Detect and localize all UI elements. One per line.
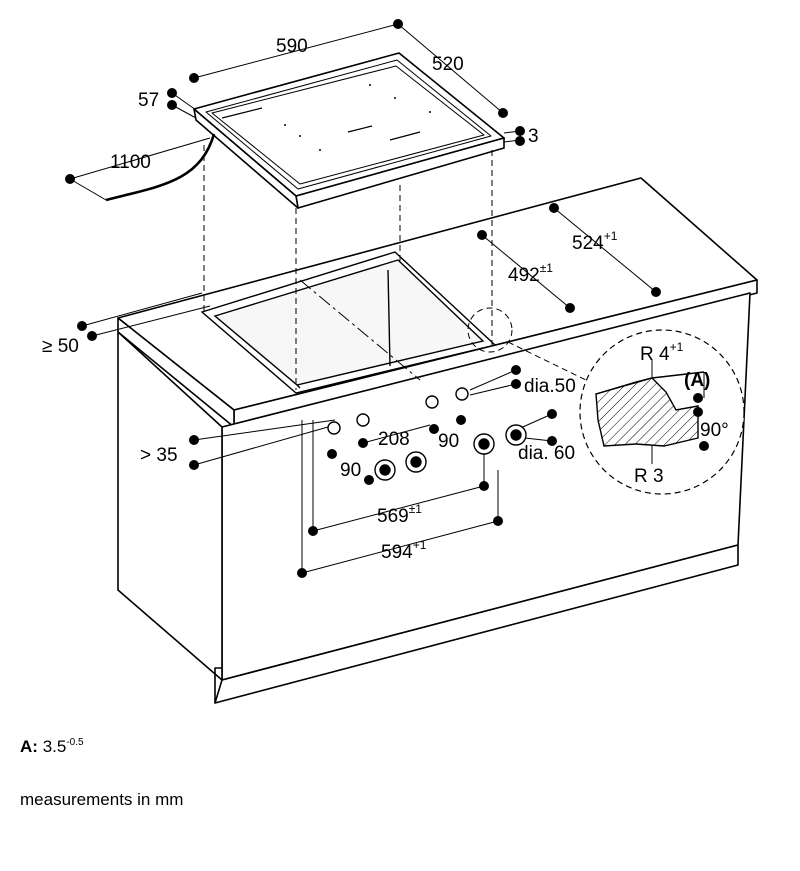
cooktop-glass: [211, 65, 485, 185]
svg-text:492±1: 492±1: [508, 261, 553, 286]
dim-outer-width-tol: +1: [413, 538, 427, 552]
dim-angle-right: 90: [438, 431, 459, 452]
dim-cable: 1100: [110, 152, 151, 173]
cooktop: [193, 52, 505, 209]
dim-angle-left: 90: [340, 460, 361, 481]
dim-width: 590: [276, 36, 308, 57]
tolerance-label: A:: [20, 737, 38, 756]
tolerance-value-tol: -0.5: [66, 737, 84, 748]
cabinet-plinth-side: [214, 667, 222, 703]
svg-text:569±1: 569±1: [377, 502, 422, 527]
projection-lines: [203, 145, 493, 390]
svg-text:594+1: 594+1: [381, 538, 427, 563]
dim-thickness: 3: [528, 126, 539, 147]
cutout-bottom-edge: [296, 384, 301, 389]
dim-cutout-depth-tol: +1: [604, 229, 618, 243]
detail-profile-hatch: [595, 377, 699, 447]
dim-hole-small: dia.50: [524, 376, 576, 397]
knob-1: [374, 459, 396, 481]
dim-depth: 520: [432, 54, 464, 75]
cabinet-plinth: [214, 544, 739, 704]
knobs: [327, 387, 527, 481]
dim-cutout-depth: 524: [572, 233, 604, 254]
knob-3: [473, 433, 495, 455]
detail-callout: [467, 307, 745, 495]
tolerance-value: 3.5: [42, 737, 67, 756]
cutout-centerline: [299, 279, 421, 381]
knob-hole-1: [327, 387, 469, 435]
svg-text:R 4+1: R 4+1: [640, 340, 684, 365]
dim-frame: 57: [138, 90, 159, 111]
detail-radius-top-tol: +1: [670, 340, 684, 354]
detail-source-circle: [467, 307, 513, 353]
dim-outer-width: 594: [381, 542, 413, 563]
svg-text:524+1: 524+1: [572, 229, 618, 254]
detail-profile-top: [595, 371, 705, 395]
dim-cutout-width-tol: ±1: [409, 502, 423, 516]
dim-inner-depth: 492: [508, 265, 540, 286]
dim-knob-span: 208: [378, 429, 410, 450]
units-note: measurements in mm: [20, 790, 184, 809]
detail-marker: (A): [684, 370, 710, 391]
detail-radius-bottom: R 3: [634, 466, 664, 487]
dim-cutout-width: 569: [377, 506, 409, 527]
detail-radius-top: R 4: [640, 344, 670, 365]
power-cable: [105, 133, 216, 202]
cooktop-markings: [221, 107, 421, 141]
cutout-inner: [213, 259, 485, 386]
knob-2: [405, 451, 427, 473]
worktop-cutout: [200, 251, 497, 394]
cooktop-dots: [284, 84, 431, 151]
tolerance-note: A: 3.5-0.5: [20, 737, 84, 757]
dimension-dots: [65, 19, 661, 578]
dim-below: > 35: [140, 445, 178, 466]
cutout-corner-edge: [387, 269, 391, 367]
dim-hole-large: dia. 60: [518, 443, 575, 464]
dim-edge: ≥ 50: [42, 336, 79, 357]
cooktop-edge-side: [193, 108, 299, 209]
knob-4: [505, 424, 527, 446]
dim-inner-depth-tol: ±1: [540, 261, 554, 275]
detail-angle: 90°: [700, 420, 729, 441]
